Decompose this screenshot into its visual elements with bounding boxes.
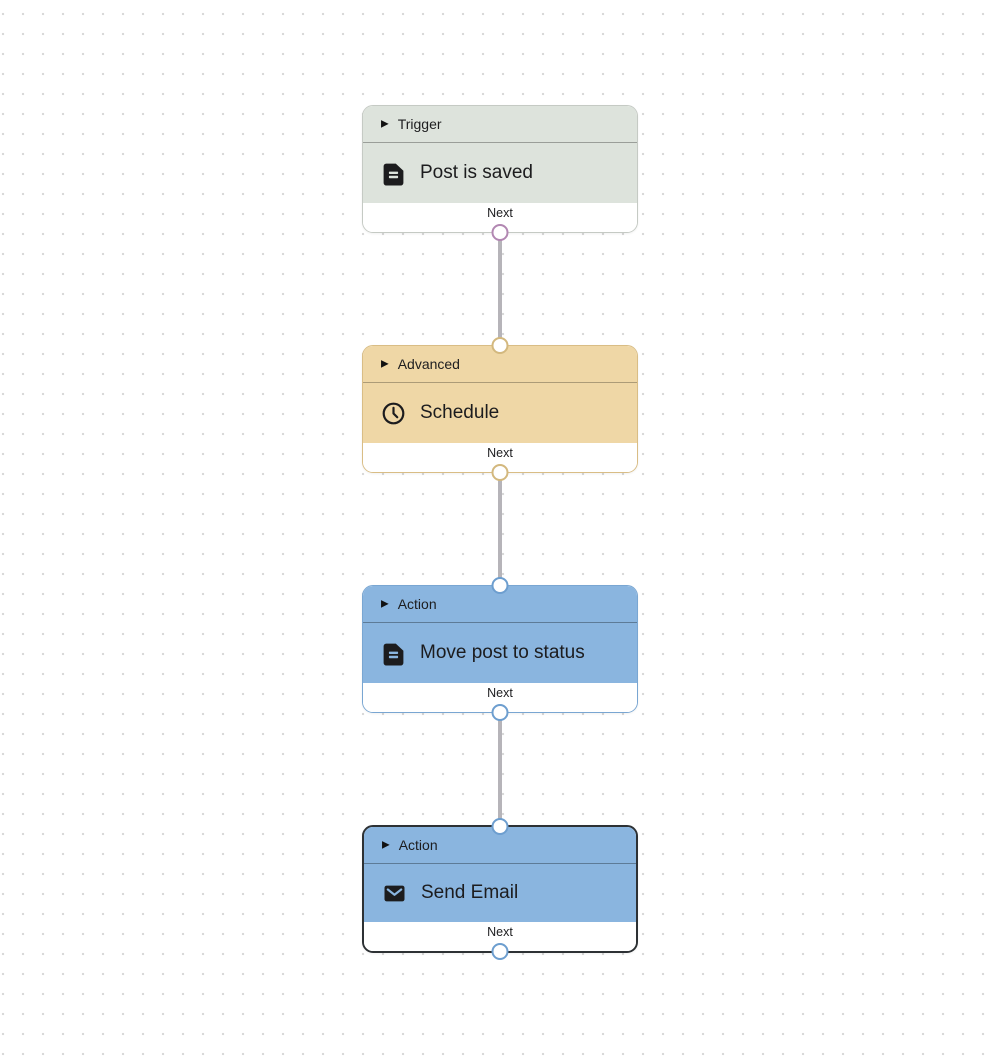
node-body[interactable]: Move post to status <box>363 623 637 683</box>
node-action-move-post-to-status[interactable]: ▶ Action Move post to status Next <box>362 577 638 721</box>
node-title: Post is saved <box>420 162 533 183</box>
edge-trigger-to-schedule[interactable] <box>498 233 502 345</box>
node-title: Schedule <box>420 402 500 423</box>
clock-icon <box>381 401 406 426</box>
node-header[interactable]: ▶ Action <box>363 586 637 623</box>
node-type-label: Trigger <box>397 116 442 132</box>
node-advanced-schedule[interactable]: ▶ Advanced Schedule Next <box>362 337 638 481</box>
node-title: Send Email <box>421 882 519 903</box>
node-type-label: Action <box>398 837 438 853</box>
node-type-label: Advanced <box>397 356 460 372</box>
node-body[interactable]: Send Email <box>364 864 636 922</box>
node-type-label: Action <box>397 596 437 612</box>
collapse-triangle-icon[interactable]: ▶ <box>381 598 389 610</box>
collapse-triangle-icon[interactable]: ▶ <box>382 839 390 851</box>
output-port[interactable] <box>491 224 509 241</box>
output-port[interactable] <box>491 464 509 481</box>
node-body[interactable]: Post is saved <box>363 143 637 203</box>
next-port-label: Next <box>487 686 513 700</box>
next-port-label: Next <box>487 446 513 460</box>
output-port[interactable] <box>491 704 509 721</box>
document-icon <box>381 641 406 666</box>
input-port[interactable] <box>491 337 509 354</box>
document-icon <box>381 161 406 186</box>
collapse-triangle-icon[interactable]: ▶ <box>381 118 389 130</box>
output-port[interactable] <box>491 943 509 960</box>
edge-schedule-to-move-post[interactable] <box>498 473 502 585</box>
node-body[interactable]: Schedule <box>363 383 637 443</box>
node-action-send-email[interactable]: ▶ Action Send Email Next <box>362 818 638 960</box>
node-trigger-post-is-saved[interactable]: ▶ Trigger Post is saved Next <box>362 105 638 241</box>
node-title: Move post to status <box>420 642 585 663</box>
edge-move-post-to-send-email[interactable] <box>498 713 502 825</box>
node-header[interactable]: ▶ Trigger <box>363 106 637 143</box>
next-port-label: Next <box>487 206 513 220</box>
collapse-triangle-icon[interactable]: ▶ <box>381 358 389 370</box>
next-port-label: Next <box>487 925 513 939</box>
envelope-icon <box>382 881 407 906</box>
input-port[interactable] <box>491 818 509 835</box>
input-port[interactable] <box>491 577 509 594</box>
